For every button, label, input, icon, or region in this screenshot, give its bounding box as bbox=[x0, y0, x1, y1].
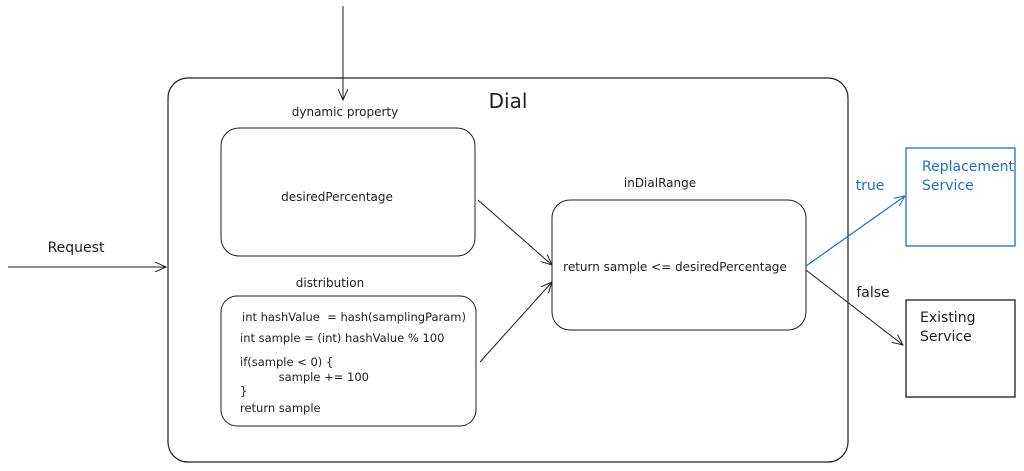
code-line: } bbox=[240, 384, 247, 398]
code-line: int hashValue = hash(samplingParam) bbox=[242, 310, 466, 324]
desired-percentage-text: desiredPercentage bbox=[281, 190, 393, 204]
distribution-label: distribution bbox=[296, 276, 364, 290]
code-line: sample += 100 bbox=[264, 370, 369, 384]
true-label: true bbox=[856, 178, 885, 194]
desired-percentage-box bbox=[220, 127, 476, 257]
false-arrow bbox=[805, 269, 903, 345]
replacement-service-line2: Service bbox=[922, 178, 974, 194]
dial-container bbox=[167, 77, 849, 463]
code-line: int sample = (int) hashValue % 100 bbox=[240, 331, 444, 345]
existing-service-line2: Service bbox=[920, 329, 972, 345]
distribution-box bbox=[220, 295, 477, 427]
replacement-service-box bbox=[905, 147, 1016, 247]
code-line: if(sample < 0) { bbox=[240, 355, 333, 369]
existing-service-line1: Existing bbox=[920, 310, 975, 326]
request-label: Request bbox=[48, 240, 105, 256]
existing-service-box bbox=[905, 299, 1016, 398]
distribution-to-range-arrow bbox=[479, 282, 552, 363]
true-arrow bbox=[805, 196, 905, 267]
desired-to-range-arrow bbox=[477, 199, 552, 265]
dial-title: Dial bbox=[489, 89, 528, 113]
replacement-service-line1: Replacement bbox=[922, 159, 1015, 175]
in-dial-range-text: return sample <= desiredPercentage bbox=[563, 260, 787, 274]
false-label: false bbox=[856, 285, 889, 301]
dynamic-property-label: dynamic property bbox=[292, 105, 398, 119]
in-dial-range-label: inDialRange bbox=[624, 176, 696, 190]
code-line: return sample bbox=[240, 401, 321, 415]
